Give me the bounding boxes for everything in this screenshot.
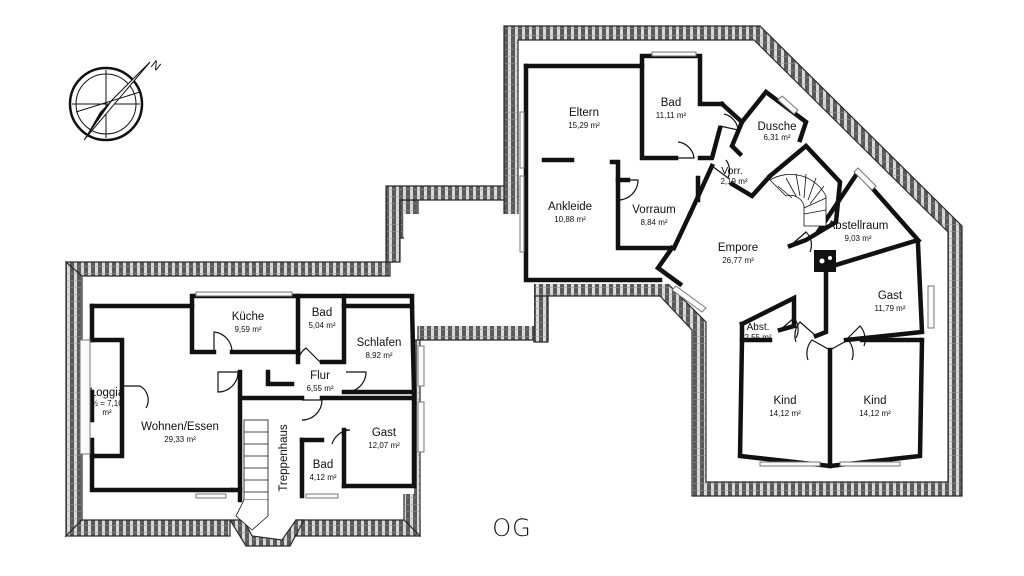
stair-spiral-right xyxy=(769,173,827,227)
room-abstellraum-area: 9,03 m² xyxy=(844,234,871,243)
stair-left xyxy=(235,419,269,531)
room-kind2-name: Kind xyxy=(863,395,886,407)
room-loggia-name: Loggia xyxy=(90,387,125,399)
room-treppenhaus-name: Treppenhaus xyxy=(278,424,290,492)
room-bad-top-area: 11,11 m² xyxy=(656,111,687,120)
room-labels: Eltern 15,29 m² Bad 11,11 m² Dusche 6,31… xyxy=(90,97,906,492)
room-vorraum-name: Vorraum xyxy=(632,204,675,216)
room-eltern-name: Eltern xyxy=(569,107,599,119)
room-vorr-name: Vorr. xyxy=(721,165,743,177)
room-bad-left-name: Bad xyxy=(312,307,332,319)
room-kueche-name: Küche xyxy=(232,311,265,323)
compass-rose-icon xyxy=(68,61,151,142)
room-gast-left-name: Gast xyxy=(372,427,397,439)
room-flur-name: Flur xyxy=(310,370,330,382)
room-dusche-name: Dusche xyxy=(758,121,797,133)
room-flur-area: 6,55 m² xyxy=(306,384,333,393)
room-empore-area: 26,77 m² xyxy=(722,256,754,265)
room-kind1-area: 14,12 m² xyxy=(769,409,801,418)
windows-right-wing xyxy=(519,51,935,467)
room-loggia-area-line1: ½ = 7,10 xyxy=(91,399,123,408)
doors-left-wing xyxy=(124,331,367,445)
room-bad-small-area: 4,12 m² xyxy=(309,473,336,482)
room-abst-area: 2,55 m² xyxy=(744,333,771,342)
room-loggia-area-line2: m² xyxy=(102,408,112,417)
room-eltern-area: 15,29 m² xyxy=(568,121,600,130)
room-wohnen-area: 29,33 m² xyxy=(164,435,196,444)
room-bad-left-area: 5,04 m² xyxy=(308,321,335,330)
room-wohnen-name: Wohnen/Essen xyxy=(141,421,219,433)
room-gast-left-area: 12,07 m² xyxy=(368,441,400,450)
room-kind2-area: 14,12 m² xyxy=(859,409,891,418)
room-vorraum-area: 8,84 m² xyxy=(640,218,667,227)
room-abst-name: Abst. xyxy=(747,322,770,333)
room-schlafen-area: 8,92 m² xyxy=(365,351,392,360)
room-bad-small-name: Bad xyxy=(313,459,333,471)
room-empore-name: Empore xyxy=(718,242,758,254)
room-dusche-area: 6,31 m² xyxy=(763,133,790,142)
room-gast-right-name: Gast xyxy=(878,290,903,302)
room-vorr-area: 2,19 m² xyxy=(720,177,747,186)
room-ankleide-name: Ankleide xyxy=(548,201,592,213)
room-bad-top-name: Bad xyxy=(661,97,681,109)
room-abstellraum-name: Abstellraum xyxy=(828,220,889,232)
chimney-icon xyxy=(814,250,836,272)
floor-level-label: OG xyxy=(492,514,532,542)
windows-left-wing xyxy=(79,291,425,499)
room-gast-right-area: 11,79 m² xyxy=(875,304,906,313)
room-schlafen-name: Schlafen xyxy=(357,337,402,349)
room-kind1-name: Kind xyxy=(773,395,796,407)
room-kueche-area: 9,59 m² xyxy=(234,325,261,334)
compass-north-label: N xyxy=(148,57,163,73)
doors-right-wing xyxy=(617,113,866,361)
room-ankleide-area: 10,88 m² xyxy=(554,215,586,224)
